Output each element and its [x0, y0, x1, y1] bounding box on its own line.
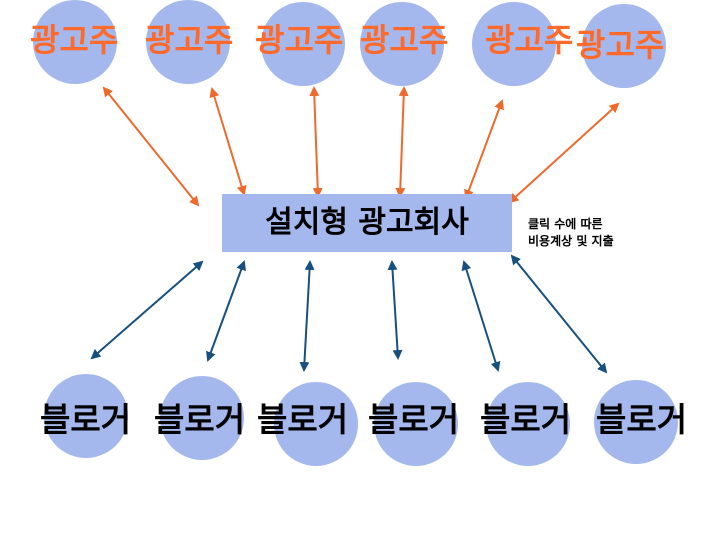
billing-note: 클릭 수에 따른 비용계상 및 지출 — [528, 216, 614, 250]
blogger-label-5: 블로거 — [480, 400, 572, 439]
blogger-label-1: 블로거 — [40, 400, 132, 439]
blogger-node-6 — [594, 380, 678, 464]
advertiser-arrow-3 — [309, 86, 323, 198]
ad-company-label: 설치형 광고회사 — [265, 205, 469, 240]
advertiser-node-6 — [582, 4, 666, 88]
blogger-node-3 — [274, 382, 358, 466]
blogger-label-2: 블로거 — [154, 400, 246, 439]
blogger-node-1 — [44, 374, 128, 458]
blogger-arrow-4 — [387, 260, 403, 360]
blogger-node-5 — [486, 382, 570, 466]
advertiser-label-4: 광고주 — [360, 21, 449, 59]
blogger-arrow-6 — [510, 254, 608, 374]
advertiser-label-5: 광고주 — [485, 21, 574, 59]
advertiser-label-6: 광고주 — [576, 26, 665, 64]
blogger-node-2 — [160, 376, 244, 460]
advertiser-arrow-1 — [102, 86, 200, 207]
billing-note-line-2: 비용계상 및 지출 — [528, 234, 614, 248]
advertiser-arrow-5 — [464, 99, 504, 200]
advertiser-arrow-6 — [508, 102, 620, 204]
advertiser-label-1: 광고주 — [30, 21, 119, 59]
blogger-node-4 — [374, 382, 458, 466]
advertiser-label-2: 광고주 — [145, 21, 234, 59]
blogger-label-4: 블로거 — [368, 400, 460, 439]
blogger-arrow-3 — [299, 260, 315, 372]
advertiser-node-3 — [261, 2, 345, 86]
blogger-label-3: 블로거 — [257, 400, 349, 439]
advertiser-node-4 — [360, 2, 444, 86]
blogger-arrow-1 — [90, 260, 204, 360]
advertiser-node-2 — [146, 0, 230, 84]
advertiser-node-5 — [472, 2, 556, 86]
blogger-label-6: 블로거 — [596, 400, 688, 439]
advertiser-arrow-2 — [209, 87, 247, 196]
blogger-arrow-5 — [461, 260, 501, 372]
advertiser-arrow-4 — [395, 86, 409, 198]
billing-note-line-1: 클릭 수에 따른 — [528, 217, 603, 231]
advertiser-label-3: 광고주 — [255, 21, 344, 59]
ad-company-box: 설치형 광고회사 — [222, 194, 512, 252]
advertiser-node-1 — [33, 0, 117, 84]
blogger-arrow-2 — [206, 260, 246, 362]
